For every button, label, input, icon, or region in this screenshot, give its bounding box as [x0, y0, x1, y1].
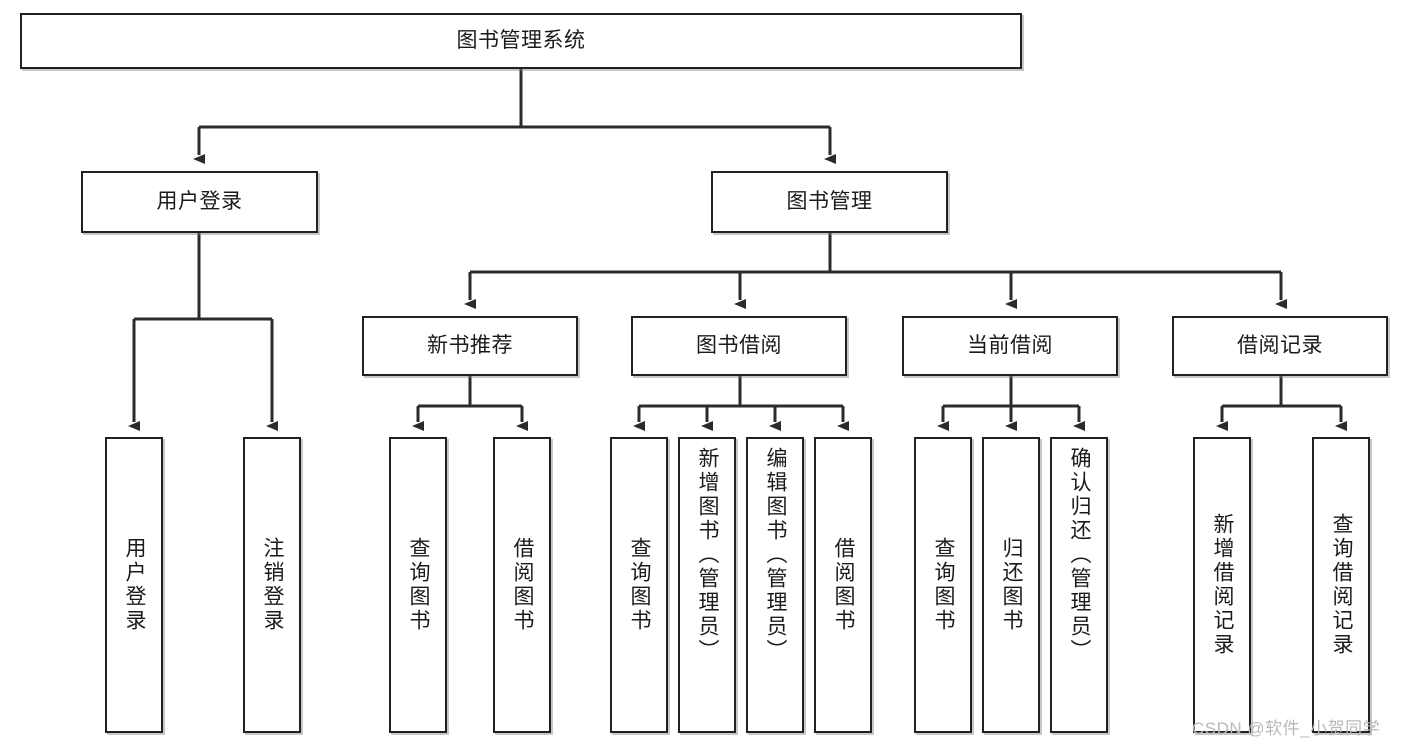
leaf-user-login[interactable]: 用户登录	[105, 437, 163, 733]
leaf-label: 新增借阅记录	[1211, 513, 1235, 657]
leaf-borrow-book-1[interactable]: 借阅图书	[493, 437, 551, 733]
leaf-label: 确认归还（管理员）	[1068, 447, 1092, 663]
leaf-label: 编辑图书（管理员）	[764, 447, 788, 663]
node-user-login[interactable]: 用户登录	[81, 171, 318, 233]
leaf-label: 查询借阅记录	[1330, 513, 1354, 657]
node-label: 用户登录	[156, 189, 243, 213]
leaf-query-record[interactable]: 查询借阅记录	[1312, 437, 1370, 733]
leaf-label: 归还图书	[1000, 537, 1024, 633]
leaf-label: 借阅图书	[832, 537, 856, 633]
leaf-confirm-return[interactable]: 确认归还（管理员）	[1050, 437, 1108, 733]
node-label: 借阅记录	[1237, 333, 1323, 357]
node-new-book-recommend[interactable]: 新书推荐	[362, 316, 578, 376]
leaf-add-book[interactable]: 新增图书（管理员）	[678, 437, 736, 733]
leaf-borrow-book-2[interactable]: 借阅图书	[814, 437, 872, 733]
leaf-return-book[interactable]: 归还图书	[982, 437, 1040, 733]
node-book-management-system[interactable]: 图书管理系统	[20, 13, 1022, 69]
node-book-borrow[interactable]: 图书借阅	[631, 316, 847, 376]
leaf-label: 借阅图书	[511, 537, 535, 633]
leaf-query-book-1[interactable]: 查询图书	[389, 437, 447, 733]
node-label: 图书管理系统	[456, 28, 586, 52]
node-label: 图书借阅	[696, 333, 782, 357]
node-label: 当前借阅	[967, 333, 1053, 357]
leaf-label: 查询图书	[932, 537, 956, 633]
leaf-query-book-2[interactable]: 查询图书	[610, 437, 668, 733]
node-book-manage[interactable]: 图书管理	[711, 171, 948, 233]
node-label: 图书管理	[786, 189, 873, 213]
leaf-label: 查询图书	[407, 537, 431, 633]
node-current-borrow[interactable]: 当前借阅	[902, 316, 1118, 376]
leaf-label: 用户登录	[123, 537, 147, 633]
node-borrow-record[interactable]: 借阅记录	[1172, 316, 1388, 376]
leaf-label: 查询图书	[628, 537, 652, 633]
leaf-label: 注销登录	[261, 537, 285, 633]
watermark-text: CSDN @软件_小贺同学	[1192, 719, 1381, 738]
node-label: 新书推荐	[427, 333, 513, 357]
leaf-label: 新增图书（管理员）	[696, 447, 720, 663]
leaf-logout-login[interactable]: 注销登录	[243, 437, 301, 733]
leaf-query-book-3[interactable]: 查询图书	[914, 437, 972, 733]
leaf-edit-book[interactable]: 编辑图书（管理员）	[746, 437, 804, 733]
leaf-add-record[interactable]: 新增借阅记录	[1193, 437, 1251, 733]
